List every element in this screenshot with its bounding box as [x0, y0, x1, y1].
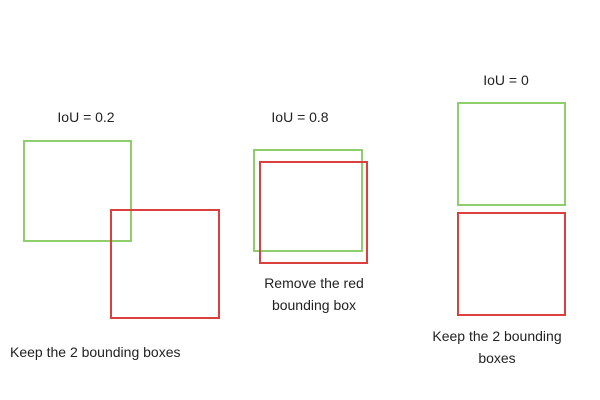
red-bounding-box	[457, 212, 566, 316]
green-bounding-box	[457, 102, 566, 206]
red-bounding-box	[259, 161, 368, 264]
red-bounding-box	[110, 209, 220, 319]
iou-label: IoU = 0.2	[57, 109, 115, 125]
caption-line-2: bounding box	[271, 297, 357, 313]
caption-line-2: boxes	[478, 350, 516, 366]
green-bounding-box	[23, 140, 132, 242]
iou-label: IoU = 0	[483, 72, 529, 88]
green-bounding-box	[253, 149, 363, 252]
iou-label: IoU = 0.8	[271, 109, 329, 125]
caption-line-1: Keep the 2 bounding	[432, 328, 562, 344]
caption-line-1: Remove the red	[264, 275, 364, 291]
caption: Keep the 2 bounding boxes	[10, 344, 181, 360]
